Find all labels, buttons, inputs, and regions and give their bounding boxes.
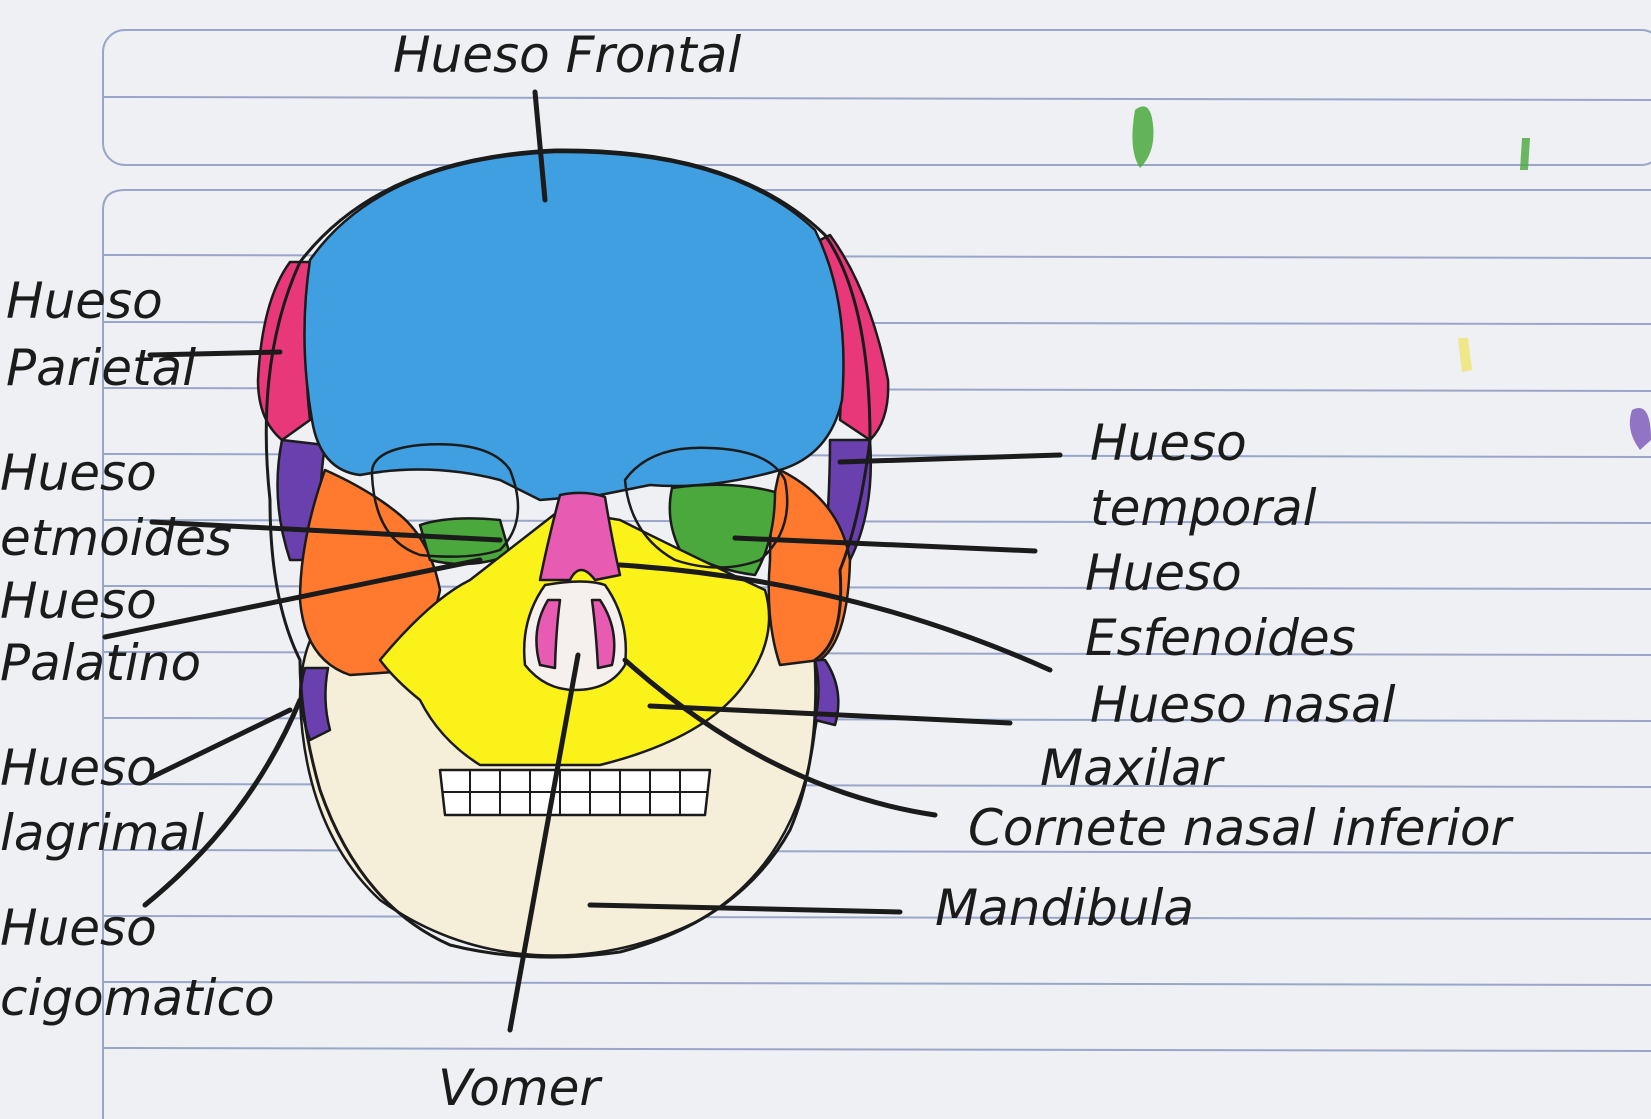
label-temporal-line2: temporal: [1090, 479, 1317, 537]
leader-zygomatic: [145, 700, 300, 905]
frontal-bone: [304, 152, 843, 500]
ruled-line: [103, 982, 1651, 985]
skull: [258, 150, 888, 957]
nasal-bone: [540, 493, 620, 580]
label-parietal-line1: Hueso: [6, 272, 163, 330]
label-lacrimal-line1: Hueso: [0, 739, 157, 797]
leader-lacrimal: [150, 710, 290, 778]
label-sphenoid-line2: Esfenoides: [1085, 609, 1356, 667]
label-palatine-line1: Hueso: [0, 572, 157, 630]
ruled-line: [103, 97, 1651, 100]
label-vomer: Vomer: [438, 1059, 603, 1117]
label-mandible: Mandibula: [935, 879, 1194, 937]
label-frontal: Hueso Frontal: [393, 26, 741, 84]
label-zygomatic-line1: Hueso: [0, 899, 157, 957]
label-palatine-line2: Palatino: [0, 634, 201, 692]
label-lacrimal-line2: lagrimal: [0, 804, 204, 862]
label-temporal-line1: Hueso: [1090, 414, 1247, 472]
ruled-line: [103, 1048, 1651, 1051]
label-zygomatic-line2: cigomatico: [0, 969, 275, 1027]
label-nasal: Hueso nasal: [1090, 676, 1396, 734]
label-ethmoid-line1: Hueso: [0, 444, 157, 502]
label-ethmoid-line2: etmoides: [0, 509, 232, 567]
stray-marks: [1132, 106, 1651, 450]
label-sphenoid-line1: Hueso: [1085, 544, 1242, 602]
label-parietal-line2: Parietal: [6, 339, 196, 397]
ruled-line: [103, 916, 1651, 919]
label-maxilla: Maxilar: [1040, 739, 1226, 797]
label-concha: Cornete nasal inferior: [968, 799, 1515, 857]
